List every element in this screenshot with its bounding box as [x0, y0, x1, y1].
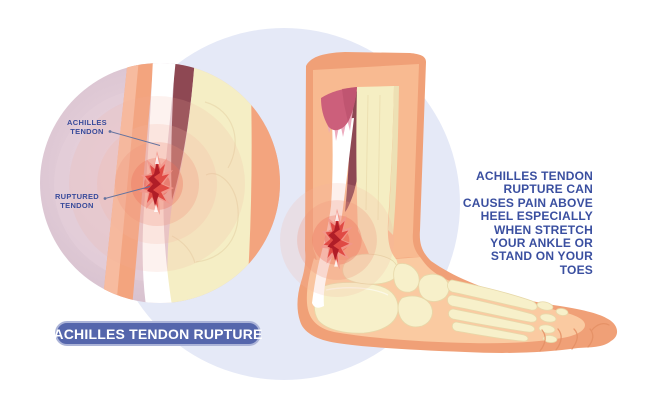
phalanx-bone: [539, 313, 557, 323]
phalanx-bone: [536, 301, 554, 311]
description-line: WHEN STRETCH: [493, 222, 593, 237]
achilles-pointer-line: [109, 131, 161, 146]
achilles-tendon-label-line2: TENDON: [70, 127, 104, 137]
ruptured-tendon-label: RUPTURED TENDON: [46, 192, 108, 210]
achilles-pointer-dot: [108, 130, 112, 133]
rupture-star-inset: [97, 124, 217, 244]
description-line: TOES: [559, 262, 593, 277]
rupture-star-foot: [280, 183, 394, 297]
description-line: RUPTURE CAN: [503, 182, 593, 197]
cuneiform-bone: [418, 273, 450, 302]
achilles-tendon-label-line1: ACHILLES: [67, 118, 107, 127]
foot-bones: [314, 253, 569, 343]
description-line: ACHILLES TENDON: [476, 169, 593, 183]
description-text: ACHILLES TENDON RUPTURE CAN CAUSES PAIN …: [440, 169, 593, 277]
metatarsal-bone: [447, 279, 538, 311]
tibia-streak: [377, 94, 381, 221]
description-line: YOUR ANKLE OR: [490, 236, 593, 251]
calf-muscle-shade: [342, 87, 357, 122]
inset-zoom-circle: [40, 63, 280, 303]
metatarsal-bone: [448, 308, 536, 333]
metatarsal-bone: [447, 294, 538, 323]
tibia-shading: [388, 86, 399, 235]
ruptured-tendon-label-line2: TENDON: [60, 201, 94, 211]
achilles-tendon-label: ACHILLES TENDON: [56, 118, 118, 136]
description-line: HEEL ESPECIALLY: [480, 209, 593, 224]
navicular-bone: [393, 263, 420, 293]
ruptured-tendon-label-line1: RUPTURED: [54, 192, 100, 201]
tibia-streak: [365, 94, 369, 211]
toe-creases: [539, 323, 610, 352]
title-badge: ACHILLES TENDON RUPTURE: [53, 321, 262, 346]
foot-illustration: [280, 52, 618, 353]
description-line: CAUSES PAIN ABOVE: [462, 195, 593, 210]
cuboid-bone: [397, 295, 433, 328]
label-pointers: [103, 130, 161, 200]
description-line: STAND ON YOUR: [490, 249, 593, 264]
ruptured-pointer-dot: [103, 197, 107, 200]
phalanx-bone: [555, 308, 569, 316]
ruptured-pointer-line: [104, 186, 151, 199]
inset-skin-band-right: [246, 63, 280, 303]
metatarsal-bone: [451, 321, 529, 342]
phalanx-bone: [542, 335, 558, 343]
